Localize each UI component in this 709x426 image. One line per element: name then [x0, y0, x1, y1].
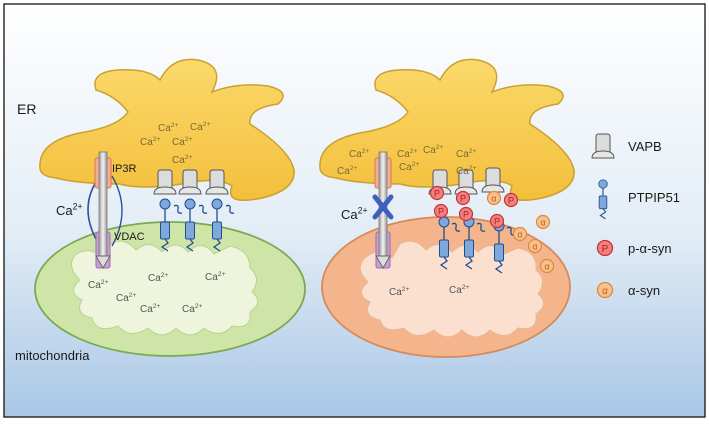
- mitochondria-label: mitochondria: [15, 348, 90, 363]
- legend-vapb: VAPB: [591, 133, 662, 159]
- legend-alpha-syn: α α-syn: [596, 281, 660, 299]
- svg-text:P: P: [434, 189, 440, 199]
- calcium-label: Ca2+: [205, 271, 226, 283]
- svg-text:α: α: [491, 194, 496, 204]
- calcium-label: Ca2+: [88, 279, 109, 291]
- svg-text:P: P: [438, 207, 444, 217]
- calcium-label: Ca2+: [449, 284, 470, 296]
- calcium-flux-label: Ca2+: [56, 202, 83, 219]
- svg-text:α-syn: α-syn: [628, 283, 660, 298]
- mitochondria-left-cristae: [70, 240, 258, 336]
- calcium-label: Ca2+: [423, 144, 444, 156]
- svg-text:VAPB: VAPB: [628, 139, 662, 154]
- right-panel: P P P P P P α α α α α: [319, 58, 575, 358]
- calcium-label: Ca2+: [399, 161, 420, 173]
- left-panel: [34, 58, 306, 357]
- er-label: ER: [17, 101, 36, 117]
- calcium-flux-label-right: Ca2+: [341, 206, 368, 223]
- svg-text:α: α: [602, 286, 608, 297]
- calcium-label: Ca2+: [182, 303, 203, 315]
- calcium-label: Ca2+: [337, 165, 358, 177]
- svg-text:PTPIP51: PTPIP51: [628, 190, 680, 205]
- calcium-label: Ca2+: [389, 286, 410, 298]
- calcium-label: Ca2+: [140, 303, 161, 315]
- ip3r-label: IP3R: [112, 163, 137, 175]
- svg-text:P: P: [494, 217, 500, 227]
- svg-text:P: P: [508, 196, 514, 206]
- calcium-channel-arrow-head: [95, 255, 111, 269]
- svg-text:α: α: [532, 242, 537, 252]
- calcium-label: Ca2+: [148, 272, 169, 284]
- calcium-label: Ca2+: [172, 154, 193, 166]
- blocked-x-mark: [372, 194, 394, 220]
- alpha-syn-markers: α α α α α: [486, 190, 555, 274]
- legend-ptpip51: PTPIP51: [598, 179, 680, 220]
- legend-p-alpha-syn: P p-α-syn: [596, 239, 672, 257]
- calcium-label: Ca2+: [349, 148, 370, 160]
- p-alpha-syn-markers: P P P P P P: [429, 185, 519, 229]
- calcium-label: Ca2+: [172, 136, 193, 148]
- p-alpha-syn-icon: P: [596, 239, 614, 257]
- svg-text:P: P: [460, 194, 466, 204]
- svg-text:α: α: [517, 230, 522, 240]
- calcium-label: Ca2+: [190, 121, 211, 133]
- calcium-flux-arc-right: [111, 175, 123, 247]
- ptpip51-icon: [598, 179, 608, 220]
- calcium-channel-arrow-shaft: [98, 151, 108, 257]
- svg-text:p-α-syn: p-α-syn: [628, 241, 672, 256]
- svg-text:α: α: [540, 218, 545, 228]
- calcium-label: Ca2+: [140, 136, 161, 148]
- calcium-label: Ca2+: [456, 165, 477, 177]
- svg-text:P: P: [602, 244, 609, 255]
- calcium-label: Ca2+: [158, 122, 179, 134]
- svg-text:P: P: [463, 210, 469, 220]
- svg-text:α: α: [544, 262, 549, 272]
- alpha-syn-icon: α: [596, 281, 614, 299]
- calcium-channel-arrow-head-right: [375, 255, 391, 269]
- calcium-labels: Ca2+ Ca2+ Ca2+ Ca2+ Ca2+ Ca2+ Ca2+ Ca2+ …: [56, 121, 477, 315]
- vdac-label: VDAC: [114, 231, 145, 243]
- calcium-label: Ca2+: [456, 148, 477, 160]
- calcium-label: Ca2+: [116, 292, 137, 304]
- calcium-label: Ca2+: [397, 148, 418, 160]
- legend: VAPB PTPIP51 P p-α-syn α α-syn: [591, 133, 680, 299]
